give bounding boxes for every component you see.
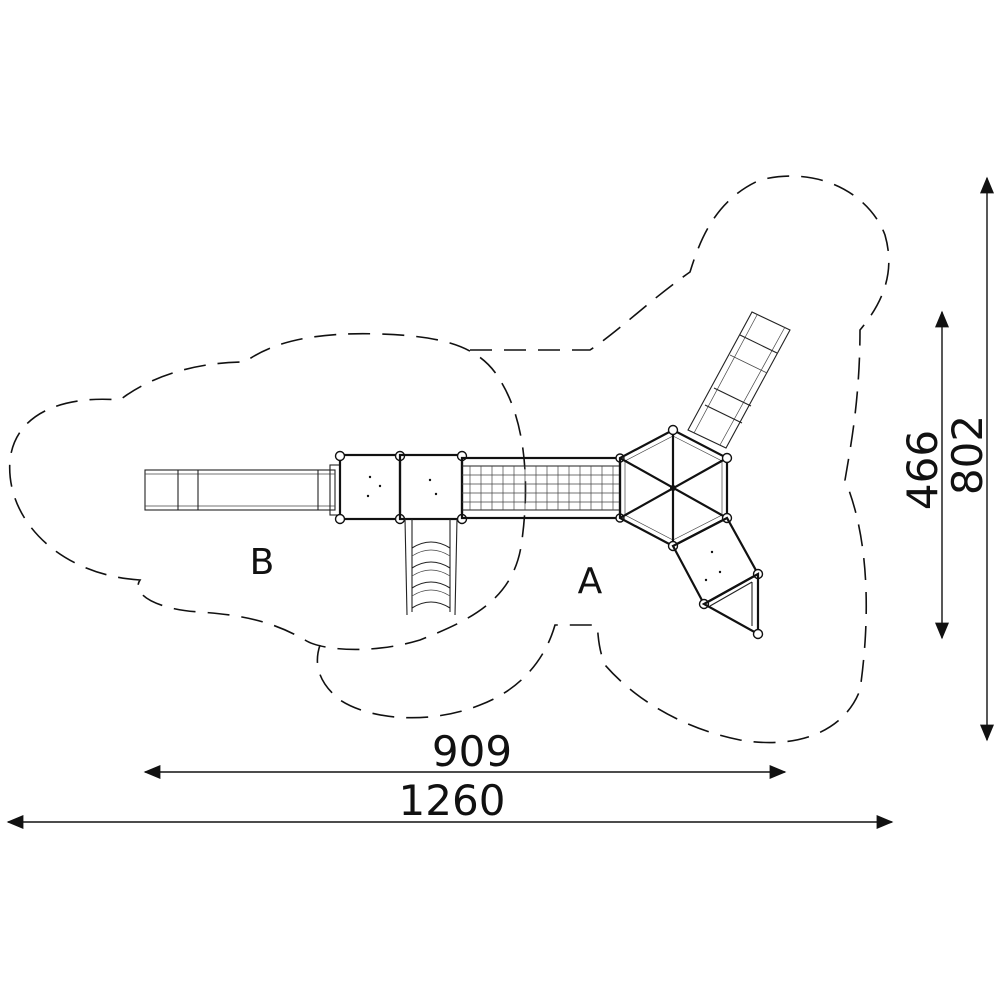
platform-2 <box>398 450 468 525</box>
safety-zone-a-outline <box>316 175 890 744</box>
slide-b <box>144 464 341 516</box>
triangle-platform <box>701 572 764 640</box>
platform-1 <box>334 450 406 525</box>
dimension-466-label: 466 <box>898 430 947 510</box>
zone-b-label: B <box>250 542 275 583</box>
dimension-inner-height: 466 <box>898 310 949 640</box>
dimension-outer-height: 802 <box>943 176 994 742</box>
dimension-802-label: 802 <box>943 415 992 495</box>
zone-a-label: A <box>578 561 603 602</box>
safety-zone-b-outline <box>8 332 527 651</box>
hexagon-tower <box>618 424 733 552</box>
dimension-909-label: 909 <box>432 727 512 776</box>
slide-a <box>687 311 791 449</box>
dimension-inner-width: 909 <box>143 727 787 779</box>
ladder <box>404 518 458 616</box>
square-platform-lower <box>671 516 764 610</box>
dimension-1260-label: 1260 <box>399 776 506 825</box>
net-bridge <box>460 453 625 523</box>
dimension-outer-width: 1260 <box>6 776 894 829</box>
